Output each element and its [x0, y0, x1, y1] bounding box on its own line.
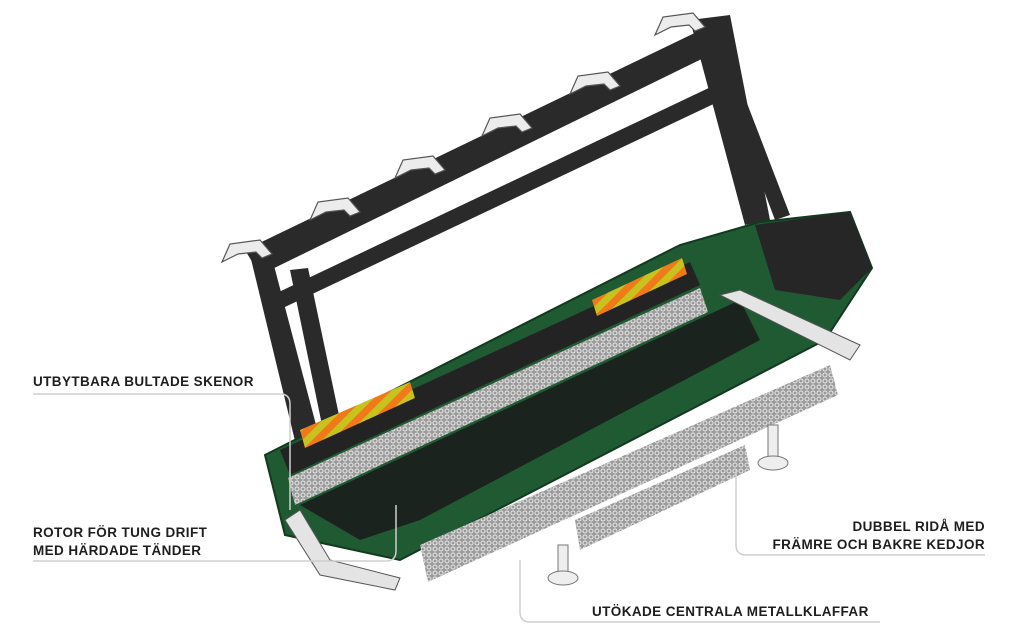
label-metal-flaps: UTÖKADE CENTRALA METALLKLAFFAR	[592, 604, 869, 619]
push-bar-frame	[245, 15, 790, 445]
label-replaceable-rails: UTBYTBARA BULTADE SKENOR	[33, 374, 254, 389]
rotor-housing	[263, 210, 874, 591]
skid-feet	[547, 424, 789, 586]
hooks	[220, 12, 707, 264]
label-double-curtain: DUBBEL RIDÅ MED FRÄMRE OCH BAKRE KEDJOR	[773, 518, 985, 554]
callout-lines	[33, 393, 985, 623]
chain-curtain	[420, 365, 838, 582]
label-rotor-line1: ROTOR FÖR TUNG DRIFT	[33, 525, 208, 540]
label-curtain-line1: DUBBEL RIDÅ MED	[852, 519, 985, 534]
label-curtain-line2: FRÄMRE OCH BAKRE KEDJOR	[772, 537, 985, 552]
label-rotor: ROTOR FÖR TUNG DRIFT MED HÄRDADE TÄNDER	[33, 524, 207, 560]
label-rotor-line2: MED HÄRDADE TÄNDER	[33, 543, 202, 558]
